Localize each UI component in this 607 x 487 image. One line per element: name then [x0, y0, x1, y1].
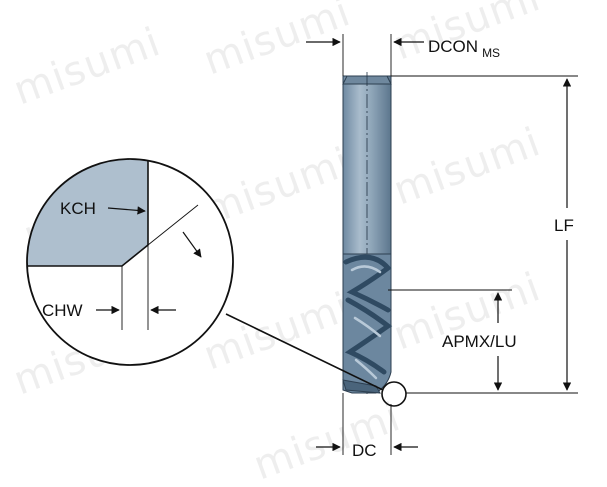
lf-dimension: LF [391, 75, 578, 394]
watermark-text: misumi [248, 394, 407, 487]
dcon-label-main: DCON [428, 37, 478, 56]
tool-tip [342, 379, 381, 394]
detail-leader-line [225, 313, 384, 391]
dc-dimension: DC [316, 393, 418, 460]
flute-helix-1 [343, 254, 392, 313]
kch-label: KCH [60, 199, 96, 218]
apmx-dimension: APMX/LU [388, 289, 517, 391]
flute-highlight [350, 265, 382, 380]
dcon-dimension: DCON MS [306, 34, 500, 76]
kch-angle-arrow [182, 231, 202, 258]
dc-label: DC [352, 441, 377, 460]
apmx-lu-label: APMX/LU [442, 332, 517, 351]
detail-angle-guide [147, 204, 199, 246]
detail-edge-outline [27, 160, 149, 267]
flute-helix-2 [344, 297, 393, 375]
end-mill-tool [342, 72, 407, 407]
magnified-detail: KCH CHW [26, 158, 234, 366]
watermark-text: misumi [8, 19, 167, 114]
kch-arrow [107, 206, 146, 215]
watermark-text: misumi [388, 0, 547, 69]
tip-detail-marker [381, 381, 407, 407]
dcon-label: DCON MS [428, 37, 500, 60]
dcon-label-sub: MS [482, 46, 500, 60]
watermark-text: misumi [388, 119, 547, 214]
lf-label: LF [554, 216, 574, 235]
chw-label: CHW [42, 301, 83, 320]
